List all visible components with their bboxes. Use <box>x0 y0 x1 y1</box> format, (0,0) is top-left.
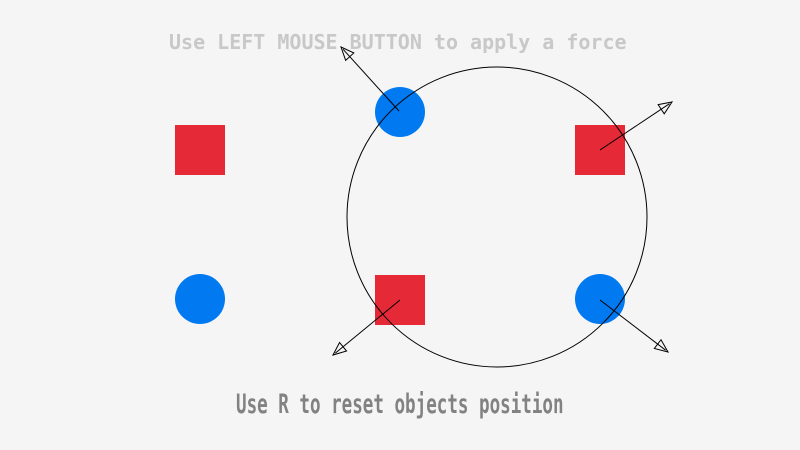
physics-ball-bottom-right[interactable] <box>575 274 625 324</box>
force-arrow-line <box>599 103 670 151</box>
physics-box-left[interactable] <box>175 125 225 175</box>
force-arrow-line <box>342 48 400 112</box>
instruction-reset-text: Use R to reset objects position <box>236 389 564 420</box>
force-arrow-head-icon <box>340 46 355 62</box>
instruction-apply-force-text: Use LEFT MOUSE BUTTON to apply a force <box>169 30 627 54</box>
boundary-circle <box>346 66 648 368</box>
force-arrow-head-icon <box>332 341 348 356</box>
force-arrow-line <box>335 299 401 354</box>
force-arrow-head-icon <box>653 338 670 353</box>
physics-ball-top[interactable] <box>375 87 425 137</box>
physics-ball-left[interactable] <box>175 274 225 324</box>
force-arrow-line <box>599 299 666 351</box>
force-arrow-head-icon <box>657 101 674 115</box>
